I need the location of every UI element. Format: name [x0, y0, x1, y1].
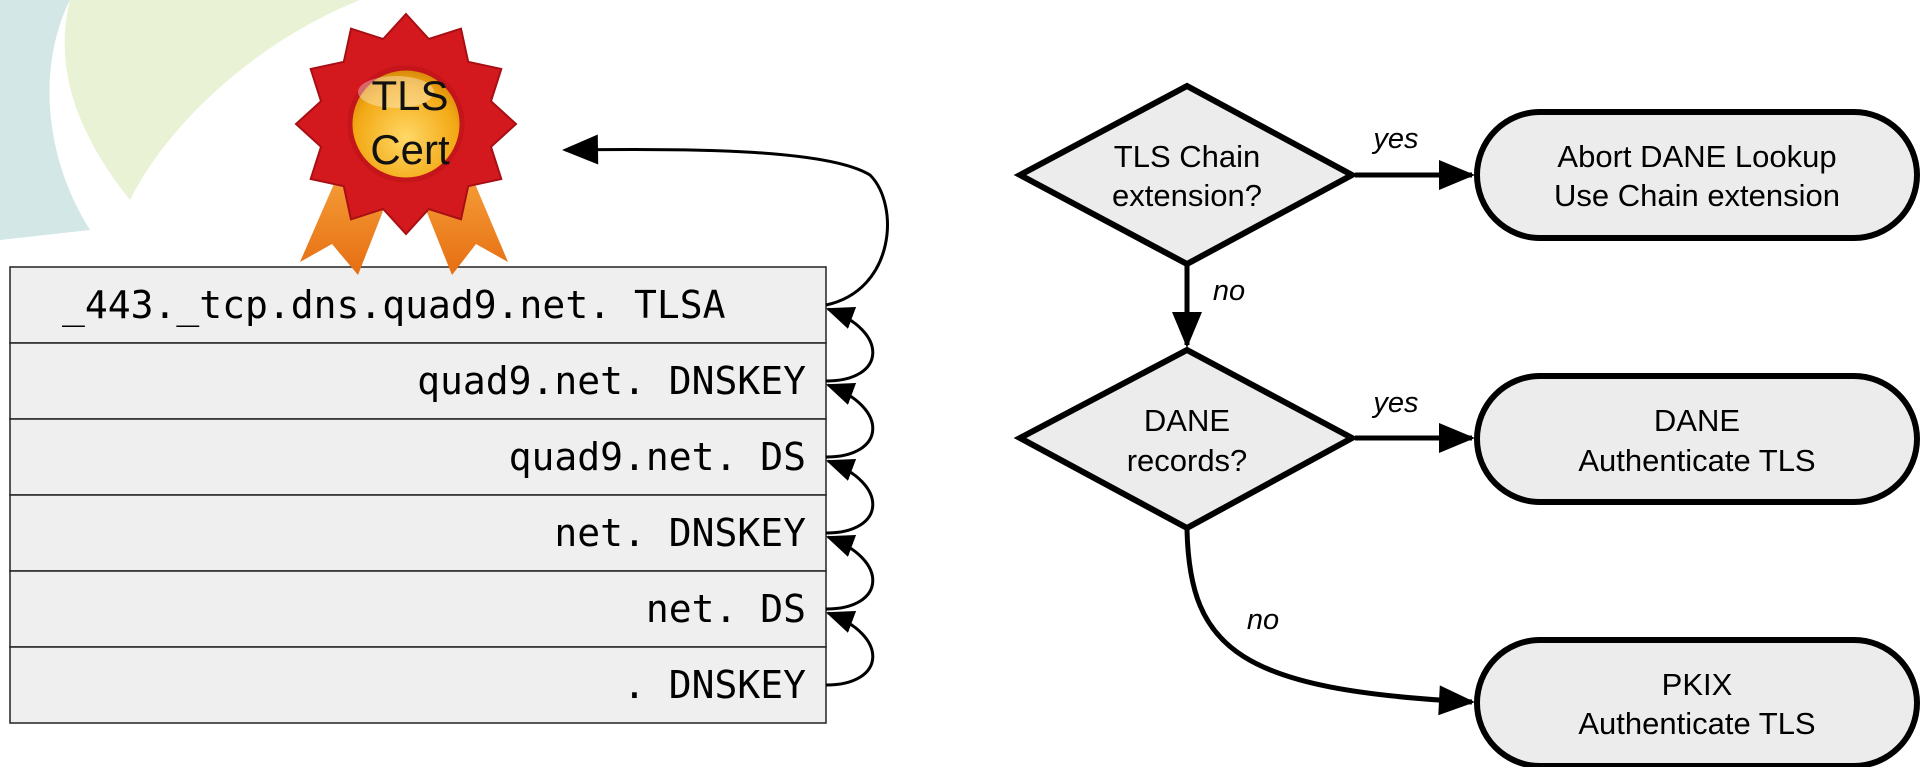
result-dane-auth-line1: DANE: [1654, 403, 1740, 438]
record-label: quad9.net. DNSKEY: [417, 359, 806, 403]
record-chain-list: _443._tcp.dns.quad9.net. TLSA quad9.net. …: [9, 266, 827, 724]
result-pkix-auth-line1: PKIX: [1662, 667, 1733, 702]
decision-dane-records-line2: records?: [1127, 443, 1248, 478]
label-yes-2: yes: [1371, 387, 1418, 419]
record-label: . DNSKEY: [623, 663, 806, 707]
record-label: net. DNSKEY: [554, 511, 806, 555]
result-abort-dane-line2: Use Chain extension: [1554, 178, 1840, 213]
tls-cert-badge: TLS Cert: [294, 12, 518, 275]
decision-tls-chain: [1013, 82, 1359, 268]
result-pkix-auth-line2: Authenticate TLS: [1578, 706, 1815, 741]
background-teal-shape: [0, 0, 90, 240]
background-green-shape: [64, 0, 361, 200]
decision-tls-chain-line2: extension?: [1112, 178, 1262, 213]
result-abort-dane: [1474, 109, 1920, 241]
connector-no-2: [1184, 529, 1475, 716]
result-pkix-auth: [1474, 637, 1920, 767]
chain-arrow-4: [825, 535, 875, 611]
decision-dane-records-line1: DANE: [1144, 403, 1230, 438]
record-label: _443._tcp.dns.quad9.net. TLSA: [62, 283, 726, 328]
validation-arrows: [562, 134, 889, 687]
record-label: quad9.net. DS: [509, 435, 806, 479]
badge-text-tls: TLS: [371, 72, 448, 119]
badge-medallion: [347, 65, 465, 183]
record-row: [9, 646, 827, 724]
label-no-2: no: [1247, 604, 1279, 636]
background-decoration: [0, 0, 361, 240]
record-row: [9, 570, 827, 648]
chain-arrow-1: [825, 307, 875, 383]
badge-text-cert: Cert: [370, 126, 450, 173]
label-no-1: no: [1213, 275, 1245, 307]
result-dane-auth: [1474, 373, 1920, 505]
label-yes-1: yes: [1371, 123, 1418, 155]
chain-arrow-2: [825, 383, 875, 459]
cert-arrow: [562, 134, 889, 307]
decision-dane-records: [1013, 346, 1359, 532]
decision-tls-chain-line1: TLS Chain: [1114, 139, 1260, 174]
record-label: net. DS: [646, 587, 806, 631]
result-abort-dane-line1: Abort DANE Lookup: [1557, 139, 1836, 174]
result-dane-auth-line2: Authenticate TLS: [1578, 443, 1815, 478]
decision-flowchart: TLS Chain extension? DANE records? Abort…: [1013, 82, 1920, 767]
chain-arrow-3: [825, 459, 875, 535]
chain-arrow-5: [825, 611, 875, 687]
badge-highlight: [358, 76, 434, 108]
